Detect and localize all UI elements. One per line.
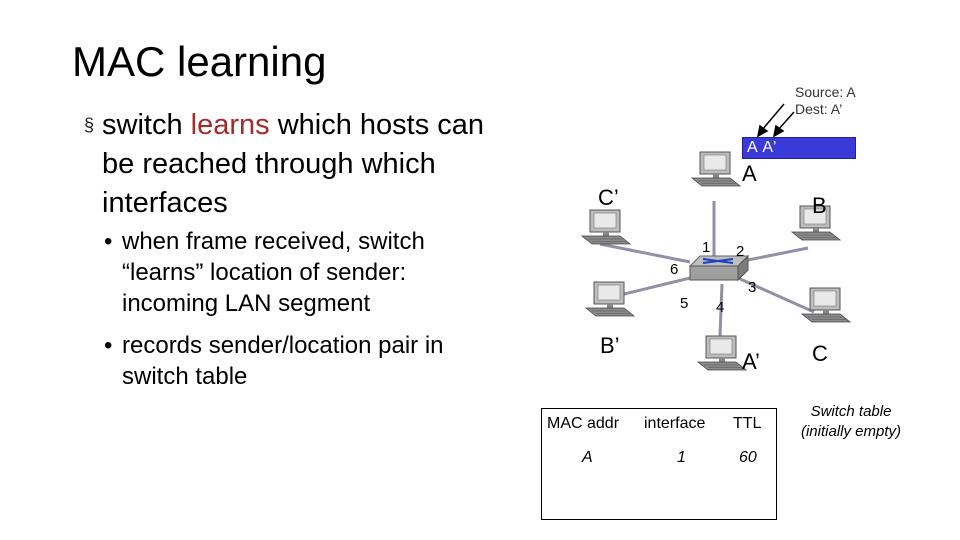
sub-bullet-text: when frame received, switch “learns” loc… — [122, 228, 425, 317]
frame-source-label: Source: A Dest: A’ — [795, 84, 856, 118]
sub-bullet-marker: • — [104, 332, 113, 359]
host-b-prime-label: B’ — [600, 333, 620, 358]
switch-table: MAC addr interface TTL A 1 60 — [541, 408, 777, 520]
ethernet-frame: A A’ — [742, 137, 856, 159]
port-4-label: 4 — [716, 299, 725, 316]
frame-arrows — [756, 103, 795, 138]
host-b-prime-computer-icon — [585, 281, 635, 317]
cables — [599, 201, 815, 337]
port-2-label: 2 — [736, 243, 745, 260]
sub-bullet-2: • records sender/location pair in switch… — [104, 330, 484, 392]
table-header-ttl: TTL — [733, 415, 762, 432]
bullet-text-pre: switch — [102, 109, 191, 141]
caption-line-2: (initially empty) — [800, 423, 902, 440]
sub-bullet-text: records sender/location pair in switch t… — [122, 332, 444, 390]
host-a-prime-label: A’ — [742, 349, 760, 374]
port-5-label: 5 — [680, 295, 689, 312]
sub-bullet-1: • when frame received, switch “learns” l… — [104, 226, 484, 319]
frame-dest: Dest: A’ — [795, 101, 843, 117]
bullet-highlight: learns — [190, 109, 270, 141]
page-title: MAC learning — [72, 38, 327, 85]
table-header-mac: MAC addr — [547, 415, 620, 432]
sub-bullet-marker: • — [104, 228, 113, 255]
host-a-prime-computer-icon — [697, 335, 747, 371]
switch-icon — [688, 254, 750, 282]
host-c-prime-label: C’ — [598, 185, 619, 210]
port-3-label: 3 — [748, 279, 757, 296]
switch-table-caption: Switch table (initially empty) — [787, 402, 915, 442]
host-a-computer-icon — [691, 151, 741, 187]
frame-source: Source: A — [795, 84, 856, 100]
table-cell-mac: A — [582, 449, 593, 466]
table-cell-ttl: 60 — [739, 449, 757, 466]
bullet-marker: § — [84, 115, 95, 135]
host-c-computer-icon — [801, 287, 851, 323]
host-c-label: C — [812, 341, 828, 366]
host-c-prime-computer-icon — [581, 209, 631, 245]
port-1-label: 1 — [702, 239, 711, 256]
main-bullet: § switch learns which hosts can be reach… — [84, 106, 504, 223]
table-header-interface: interface — [644, 415, 706, 432]
caption-line-1: Switch table — [810, 403, 892, 420]
table-cell-interface: 1 — [677, 449, 686, 466]
host-b-label: B — [812, 193, 827, 218]
port-6-label: 6 — [670, 261, 679, 278]
bullet-text-post: which hosts can be reached through which… — [102, 109, 485, 219]
host-a-label: A — [742, 161, 757, 186]
frame-addresses: A A’ — [747, 139, 778, 156]
